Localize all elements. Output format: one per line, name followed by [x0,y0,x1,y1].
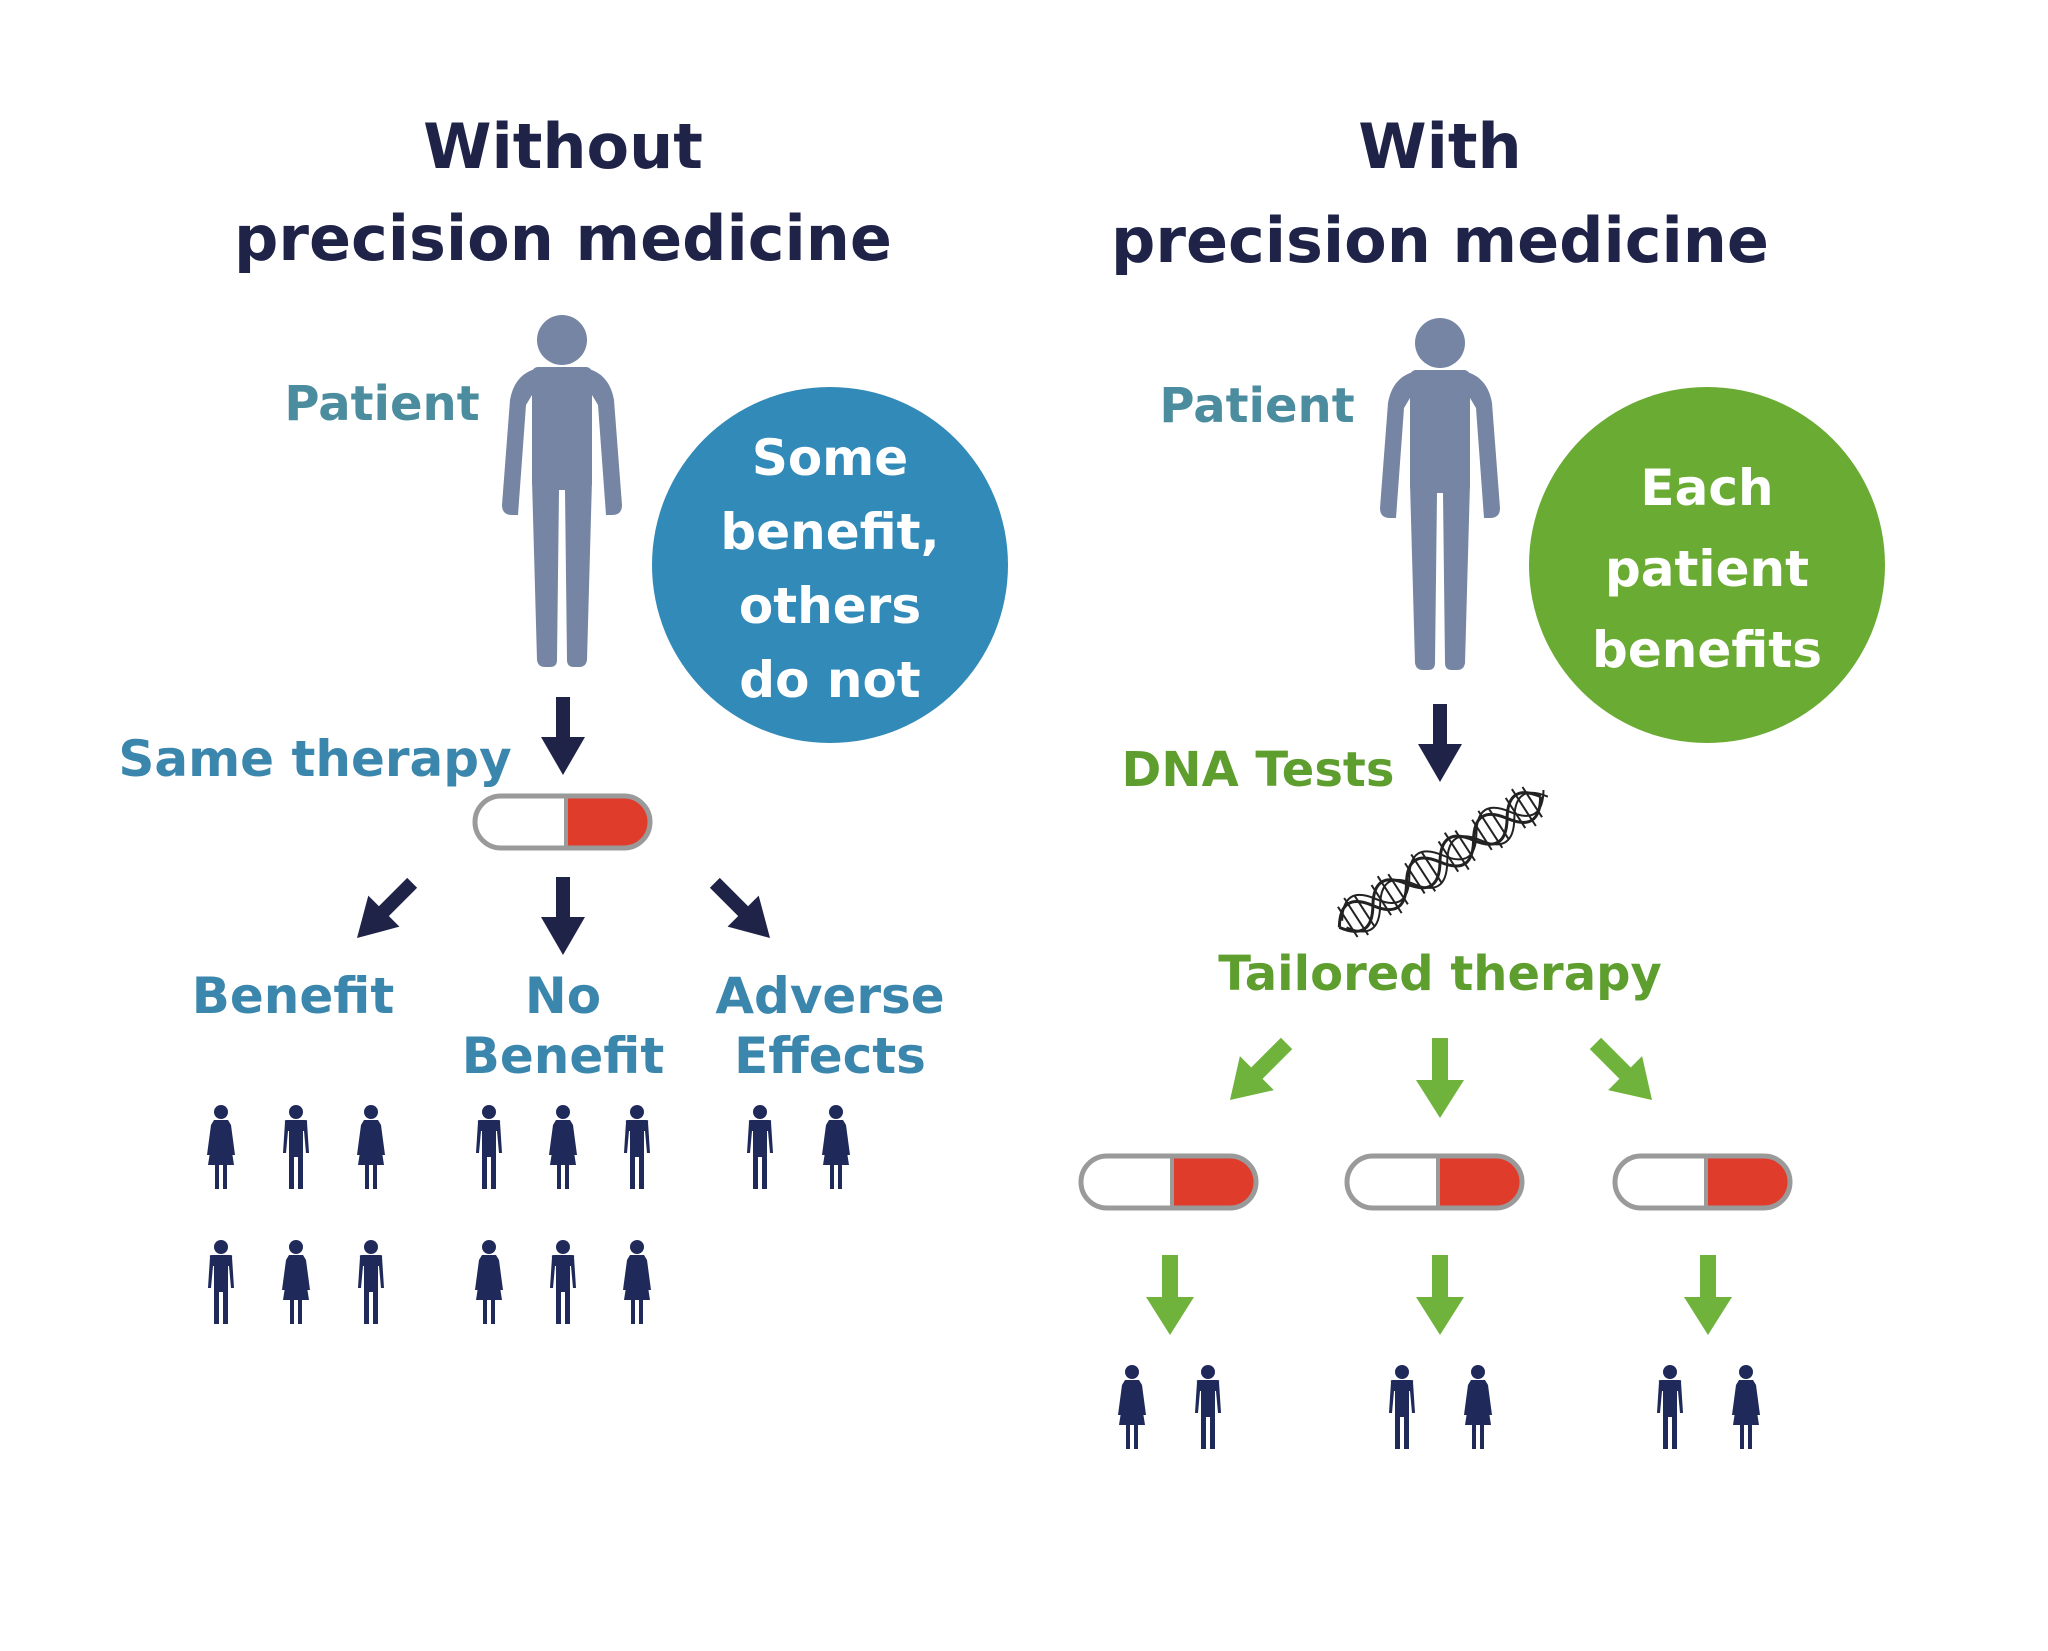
left-bubble-line2: benefit, [720,503,939,561]
capsule-icon [475,796,650,848]
left-bubble-line1: Some [752,429,908,487]
left-bubble-line4: do not [739,651,920,709]
arrow-down-left-icon [341,867,428,954]
left-bubble-line3: others [739,577,921,635]
arrow-down-icon [1418,704,1462,782]
person-icon [208,1240,234,1324]
outcome-no-benefit-line2: Benefit [462,1027,665,1085]
person-icon [822,1105,850,1189]
arrow-down-right-icon [699,867,786,954]
tailored-people-group [1118,1365,1760,1449]
right-outcome-bubble [1529,387,1885,743]
arrow-down-left-icon [1213,1026,1304,1117]
right-bubble-line3: benefits [1592,621,1822,679]
person-icon [207,1105,235,1189]
capsule-icon [1347,1156,1522,1208]
arrow-down-icon [541,697,585,775]
left-patient-icon [502,315,622,667]
arrow-down-right-icon [1578,1026,1669,1117]
dna-helix-icon [1337,786,1549,938]
outcome-no-benefit-line1: No [525,967,601,1025]
person-icon [283,1105,309,1189]
adverse-people-group [747,1105,850,1189]
person-icon [282,1240,310,1324]
tailored-therapy-label: Tailored therapy [1218,946,1662,1002]
person-icon [1464,1365,1492,1449]
no-benefit-people-group [475,1105,651,1324]
benefit-people-group [207,1105,385,1324]
right-patient-label: Patient [1159,378,1354,434]
person-icon [747,1105,773,1189]
person-icon [476,1105,502,1189]
arrow-down-icon [1146,1255,1194,1335]
capsule-icon [1081,1156,1256,1208]
dna-tests-label: DNA Tests [1122,742,1395,798]
arrow-down-icon [541,877,585,955]
right-bubble-line2: patient [1605,540,1809,598]
person-icon [358,1240,384,1324]
right-title-line1: With [1358,110,1521,183]
right-bubble-line1: Each [1640,459,1773,517]
person-icon [1657,1365,1683,1449]
person-icon [1118,1365,1146,1449]
arrow-down-icon [1684,1255,1732,1335]
outcome-benefit-label: Benefit [192,967,395,1025]
left-title-line1: Without [423,110,703,183]
outcome-adverse-line1: Adverse [715,967,944,1025]
right-title-line2: precision medicine [1111,204,1769,277]
arrow-down-icon [1416,1255,1464,1335]
person-icon [623,1240,651,1324]
person-icon [1389,1365,1415,1449]
left-title-line2: precision medicine [234,202,892,275]
left-outcome-bubble [652,387,1008,743]
left-patient-label: Patient [284,376,479,432]
person-icon [549,1105,577,1189]
right-panel: With precision medicine Patient Each pat… [1081,110,1885,1449]
person-icon [357,1105,385,1189]
person-icon [475,1240,503,1324]
same-therapy-label: Same therapy [118,730,511,788]
outcome-adverse-line2: Effects [734,1027,926,1085]
left-panel: Without precision medicine Patient Some … [118,110,1008,1324]
person-icon [624,1105,650,1189]
arrow-down-icon [1416,1038,1464,1118]
person-icon [1195,1365,1221,1449]
person-icon [1732,1365,1760,1449]
person-icon [550,1240,576,1324]
capsule-icon [1615,1156,1790,1208]
right-patient-icon [1380,318,1500,670]
